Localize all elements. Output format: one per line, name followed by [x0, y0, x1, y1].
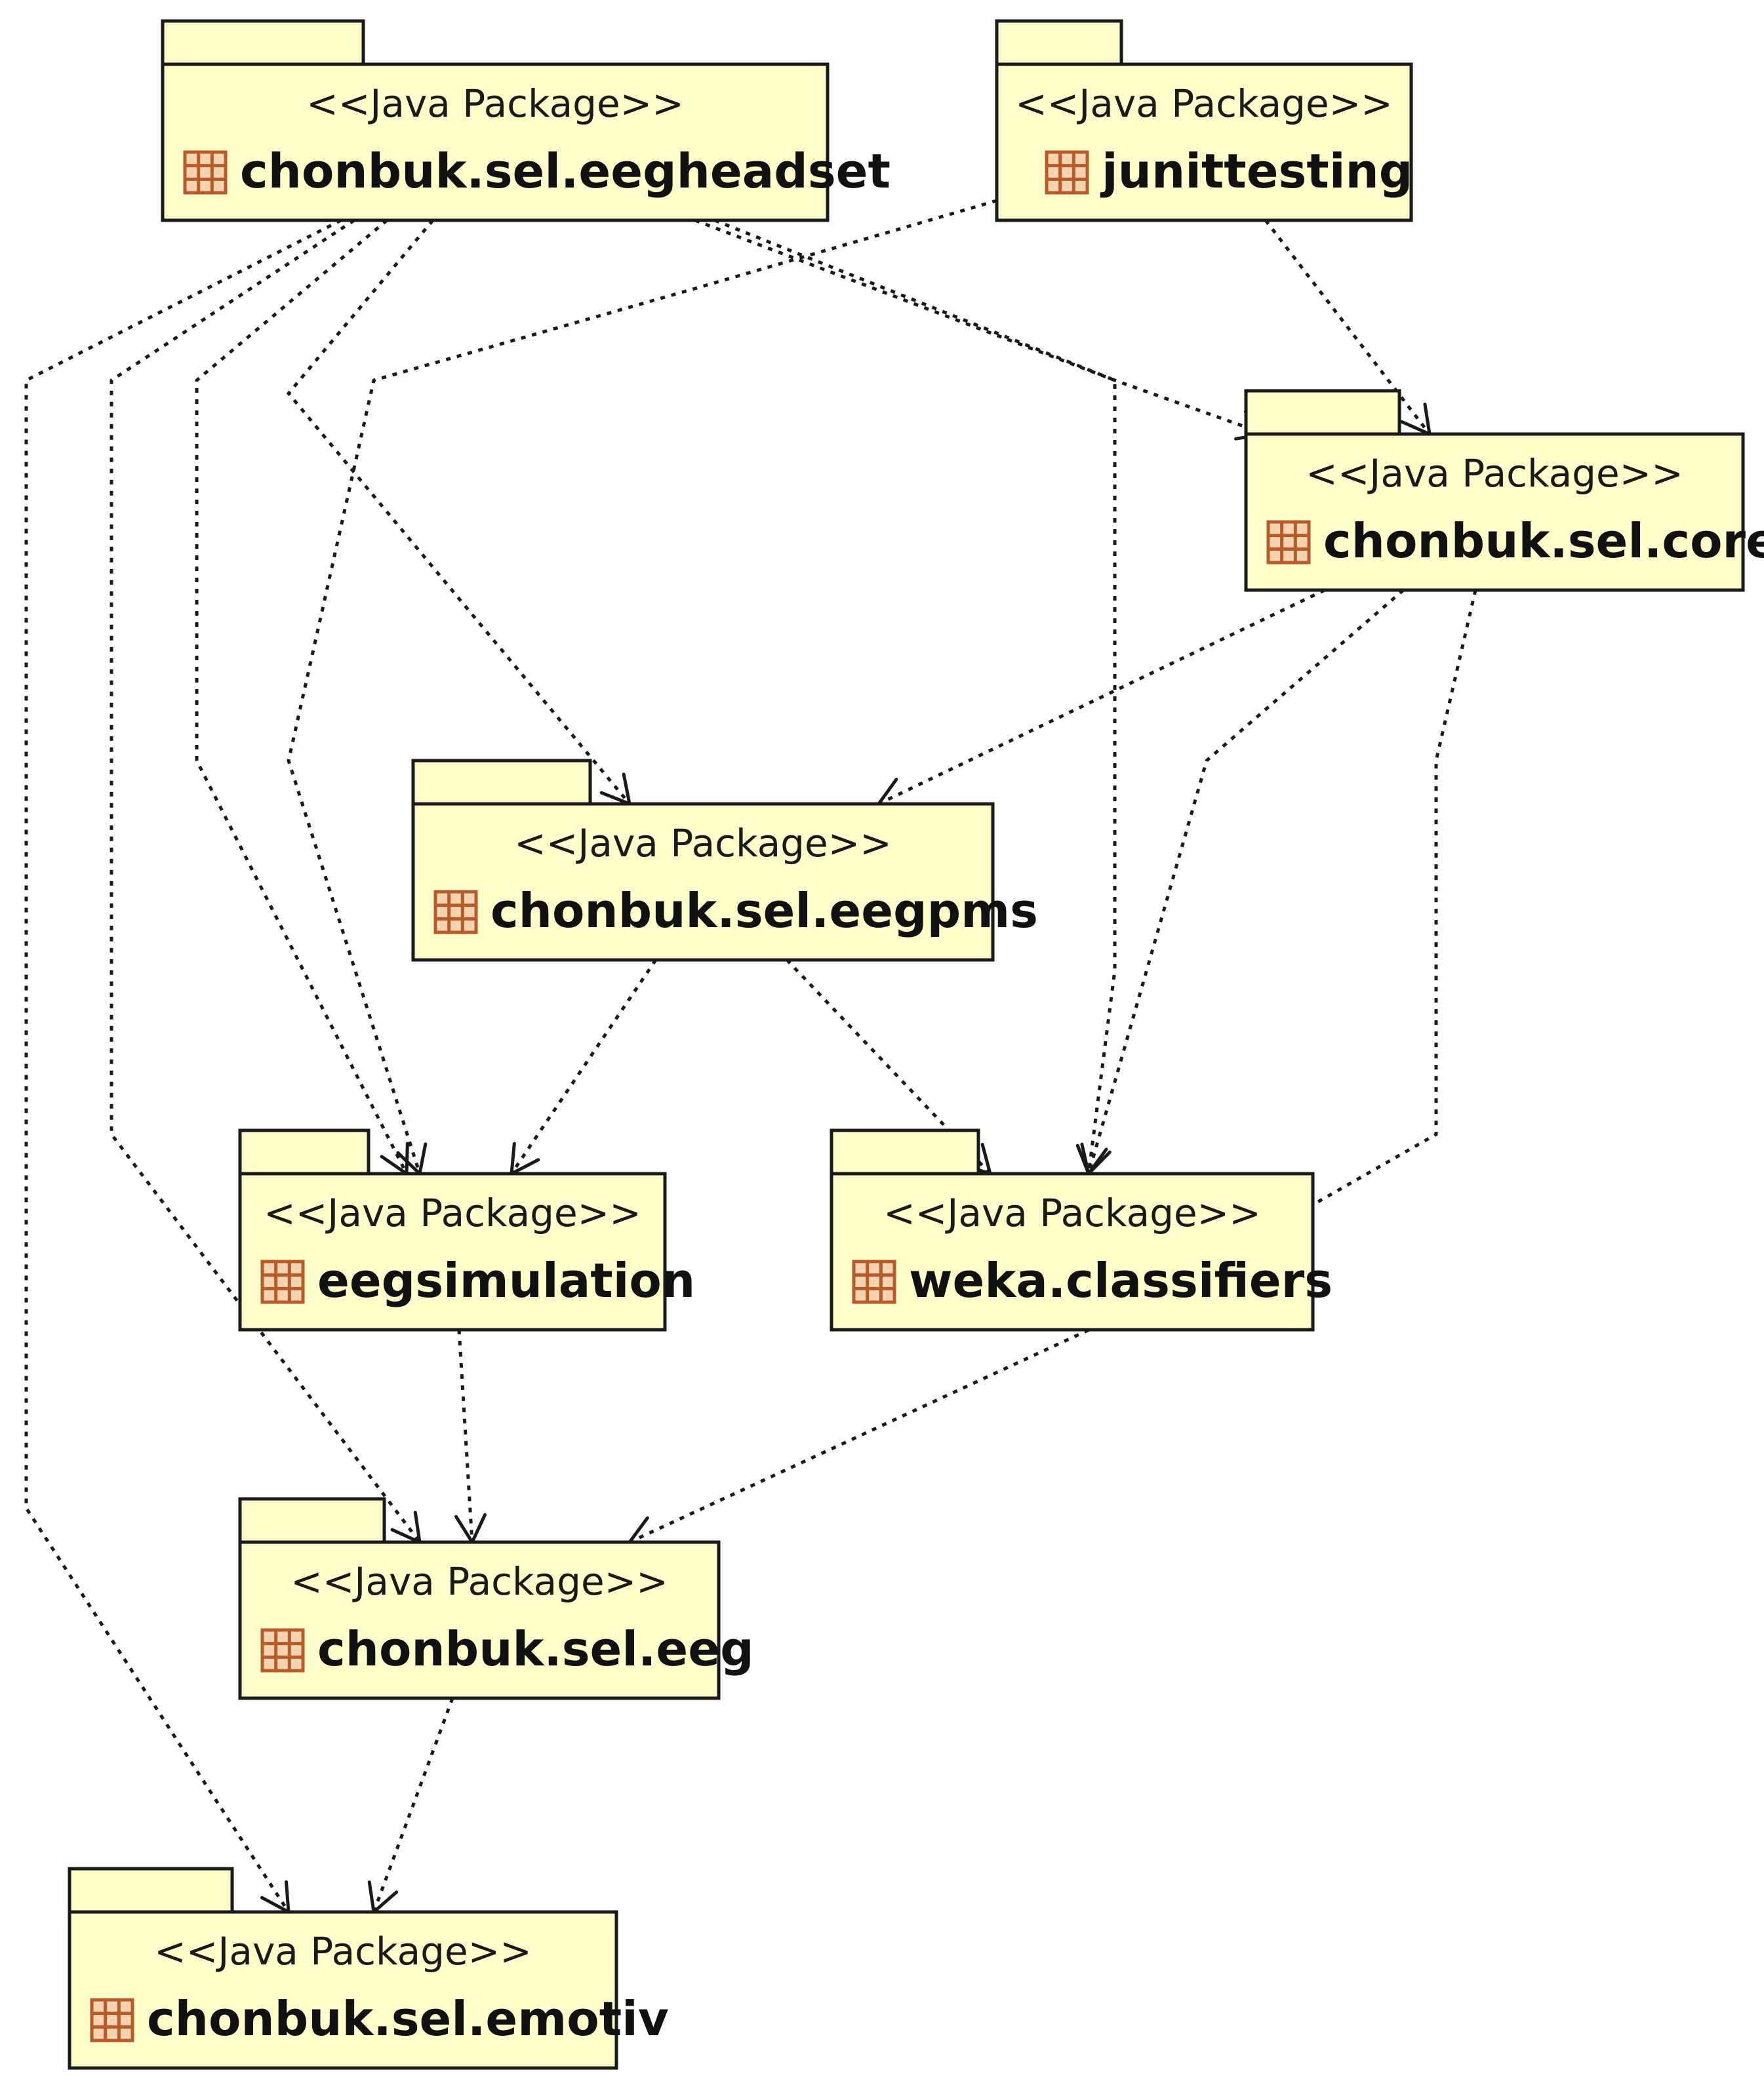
dependency-line — [714, 218, 1117, 1174]
package-icon — [183, 150, 228, 195]
package-body — [161, 62, 830, 222]
package-nodes: <<Java Package>>chonbuk.sel.eegheadset<<… — [68, 19, 1764, 2070]
dependency-junittesting-to-eegsimulation — [287, 199, 997, 1177]
package-body — [238, 1540, 721, 1700]
package-junittesting[interactable]: <<Java Package>> junittesting — [995, 19, 1413, 222]
dependency-line — [628, 589, 1477, 1544]
package-icon — [1045, 150, 1089, 195]
package-weka[interactable]: <<Java Package>> weka.classifiers — [830, 1128, 1333, 1332]
package-icon — [260, 1260, 305, 1304]
dependency-eegpms-to-eegsimulation — [510, 959, 658, 1177]
dependency-line — [457, 1329, 474, 1543]
dependency-line — [877, 588, 1326, 806]
package-eegpms[interactable]: <<Java Package>> chonbuk.sel.eegpms — [411, 759, 1038, 962]
package-body — [1244, 432, 1745, 592]
package-stereotype: <<Java Package>> — [291, 1559, 668, 1604]
package-icon — [90, 1998, 134, 2042]
dependency-line — [1087, 589, 1405, 1174]
package-stereotype: <<Java Package>> — [883, 1191, 1261, 1235]
package-tab — [995, 19, 1123, 66]
dependency-line — [24, 218, 342, 1913]
dependency-line — [110, 218, 421, 1543]
dependency-eegheadset-to-eeg — [110, 218, 422, 1545]
dependency-core-to-eeg — [626, 589, 1477, 1546]
dependency-core-to-weka — [1080, 589, 1405, 1178]
package-stereotype: <<Java Package>> — [264, 1191, 641, 1235]
package-name: junittesting — [1100, 144, 1413, 199]
dependency-core-to-eegpms — [875, 588, 1326, 807]
package-eegsimulation[interactable]: <<Java Package>> eegsimulation — [238, 1128, 695, 1332]
dependency-arrowhead — [1400, 403, 1432, 437]
dependency-line — [195, 219, 409, 1175]
package-name: chonbuk.sel.eegpms — [491, 883, 1038, 938]
package-body — [68, 1910, 618, 2070]
package-stereotype: <<Java Package>> — [306, 81, 684, 126]
package-name: chonbuk.sel.eegheadset — [240, 144, 891, 199]
package-name: chonbuk.sel.core — [1323, 513, 1764, 568]
package-body — [238, 1172, 667, 1332]
package-core[interactable]: <<Java Package>> chonbuk.sel.core — [1244, 389, 1764, 592]
dependency-eegheadset-to-weka — [714, 218, 1117, 1178]
package-tab — [830, 1128, 980, 1176]
dependency-arrowhead — [875, 778, 911, 807]
package-emotiv[interactable]: <<Java Package>> chonbuk.sel.emotiv — [68, 1867, 669, 2070]
package-stereotype: <<Java Package>> — [514, 821, 892, 865]
dependency-line — [1264, 219, 1431, 435]
package-tab — [68, 1867, 234, 1914]
package-eeg[interactable]: <<Java Package>> chonbuk.sel.eeg — [238, 1497, 754, 1700]
package-name: chonbuk.sel.emotiv — [147, 1991, 669, 2046]
dependency-line — [287, 199, 997, 1174]
dependency-line — [286, 219, 631, 805]
dependency-line — [510, 959, 658, 1175]
dependency-arrowhead — [510, 1142, 540, 1177]
package-name: chonbuk.sel.eeg — [317, 1621, 754, 1677]
dependency-arrowhead — [626, 1516, 662, 1546]
package-tab — [1244, 389, 1401, 436]
package-stereotype: <<Java Package>> — [1015, 81, 1393, 126]
package-tab — [238, 1497, 386, 1544]
dependency-eegheadset-to-core — [694, 218, 1269, 441]
dependency-arrowhead — [260, 1880, 291, 1915]
package-tab — [161, 19, 365, 66]
dependency-eegheadset-to-eegpms — [286, 219, 632, 807]
dependency-eeg-to-emotiv — [367, 1698, 454, 1915]
package-icon — [1266, 520, 1311, 565]
package-icon — [433, 890, 478, 934]
package-stereotype: <<Java Package>> — [1306, 451, 1683, 496]
dependency-eegsimulation-to-eeg — [454, 1329, 487, 1546]
dependency-line — [694, 218, 1266, 436]
package-icon — [260, 1628, 305, 1673]
package-name: eegsimulation — [317, 1253, 695, 1308]
package-icon — [852, 1260, 896, 1304]
package-body — [830, 1172, 1315, 1332]
package-body — [411, 802, 995, 962]
dependency-line — [372, 1698, 454, 1913]
package-tab — [411, 759, 592, 806]
package-eegheadset[interactable]: <<Java Package>> chonbuk.sel.eegheadset — [161, 19, 891, 222]
package-stereotype: <<Java Package>> — [154, 1929, 532, 1974]
package-name: weka.classifiers — [909, 1253, 1333, 1308]
package-tab — [238, 1128, 371, 1176]
